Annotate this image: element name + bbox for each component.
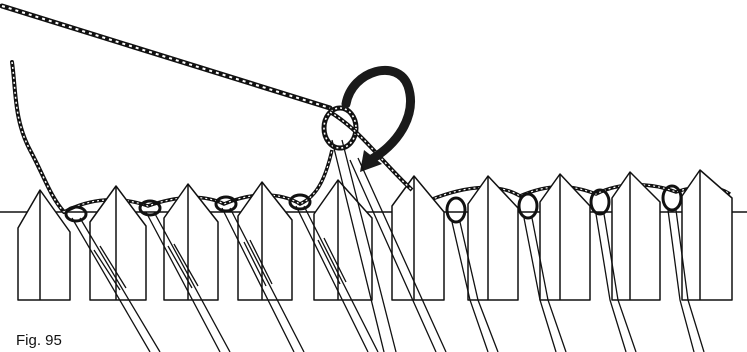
loose-yarn-end (12, 62, 64, 212)
wrap-loop (324, 108, 412, 190)
feeding-yarn (2, 6, 330, 108)
figure-caption: Fig. 95 (16, 332, 62, 350)
needle-bed (18, 170, 732, 300)
